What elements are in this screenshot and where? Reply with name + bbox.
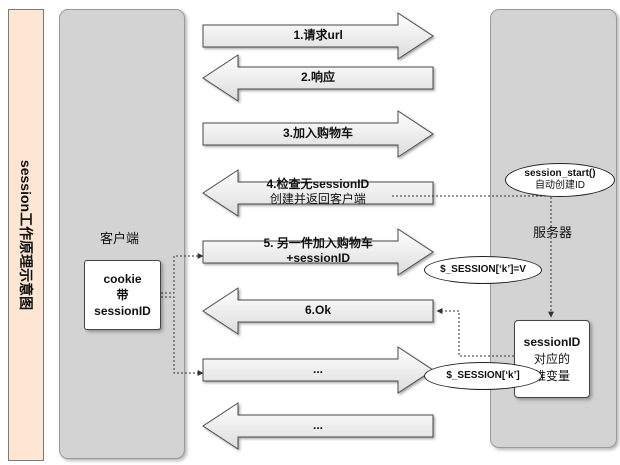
session-read-ellipse: $_SESSION[‘k’]: [424, 362, 542, 390]
step-1-label: 1.请求url: [294, 28, 343, 43]
store-line-1: sessionID: [523, 334, 581, 349]
step-2-label-line-1: 2.响应: [301, 69, 336, 84]
session-store-box: sessionID 对应的 堆变量: [514, 320, 590, 398]
step-2-label: 2.响应: [301, 70, 335, 85]
step-4-label-line-2: 创建并返回客户端: [269, 192, 366, 206]
cookie-box: cookie 带 sessionID: [84, 260, 161, 330]
step-3-label-line-1: 3.加入购物车: [283, 125, 354, 140]
step-6-label: 6.Ok: [305, 303, 331, 318]
step-8-arrow: [202, 402, 434, 450]
step-4-arrow: [202, 169, 434, 217]
store-line-3: 堆变量: [533, 368, 570, 383]
step-5-label-line-1: 5. 另一件加入购物车: [263, 236, 373, 250]
session-read-text: $_SESSION[‘k’]: [446, 370, 520, 381]
step-5-label-line-2: +sessionID: [286, 251, 351, 265]
cookie-line-1: cookie: [103, 272, 142, 286]
step-8-label-line-1: ...: [313, 417, 324, 432]
step-7-arrow: [202, 346, 434, 394]
connector-cookie-to-step7: [161, 296, 204, 376]
step-5-arrow: [202, 228, 434, 276]
connector-cookie-to-step5: [161, 253, 204, 294]
step-4-label-line-1: 4.检查无sessionID: [266, 177, 370, 191]
step-1-arrow: [202, 12, 434, 60]
session-start-line-2: 自动创建ID: [535, 180, 585, 191]
cookie-line-3: sessionID: [94, 304, 151, 318]
step-1-label-line-1: 1.请求url: [293, 27, 343, 42]
step-2-arrow: [202, 54, 434, 102]
client-panel: [59, 9, 185, 459]
step-5-label: 5. 另一件加入购物车+sessionID: [264, 236, 373, 266]
cookie-line-2: 带: [116, 288, 129, 302]
step-6-arrow: [202, 287, 434, 335]
session-write-ellipse: $_SESSION[‘k’]=V: [424, 256, 542, 284]
connector-store-to-step6: [436, 308, 514, 357]
step-8-label: ...: [313, 418, 323, 433]
session-start-ellipse: session_start() 自动创建ID: [505, 163, 615, 197]
connector-step4-to-store: [392, 195, 554, 318]
step-7-label: ...: [313, 362, 323, 377]
client-label: 客户端: [100, 231, 140, 246]
session-start-line-1: session_start(): [524, 168, 596, 179]
session-write-text: $_SESSION[‘k’]=V: [440, 264, 526, 275]
store-line-2: 对应的: [533, 351, 570, 366]
server-label: 服务器: [533, 225, 573, 240]
step-6-label-line-1: 6.Ok: [305, 302, 332, 317]
step-3-arrow: [202, 110, 434, 158]
step-3-label: 3.加入购物车: [283, 126, 353, 141]
diagram-title-bar: session工作原理示意图: [8, 9, 44, 461]
step-7-label-line-1: ...: [313, 361, 324, 376]
